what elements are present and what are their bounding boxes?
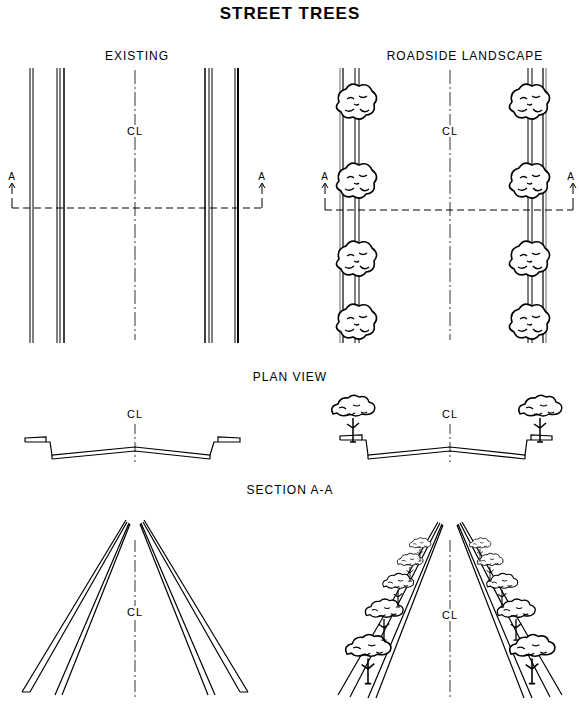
view-heading: EXISTING: [103, 50, 171, 63]
centerline-mark: CL: [125, 125, 145, 137]
centerline-mark: CL: [440, 609, 460, 621]
row-heading: SECTION A-A: [244, 484, 335, 497]
title: STREET TREES: [218, 5, 362, 24]
section-marker: A: [319, 171, 331, 182]
section-marker: A: [256, 171, 268, 182]
view-heading: ROADSIDE LANDSCAPE: [385, 50, 546, 63]
section-marker: A: [6, 171, 18, 182]
section-marker: A: [565, 171, 577, 182]
centerline-mark: CL: [440, 125, 460, 137]
centerline-mark: CL: [125, 408, 145, 420]
centerline-mark: CL: [440, 408, 460, 420]
row-heading: PLAN VIEW: [251, 371, 329, 384]
centerline-mark: CL: [125, 606, 145, 618]
